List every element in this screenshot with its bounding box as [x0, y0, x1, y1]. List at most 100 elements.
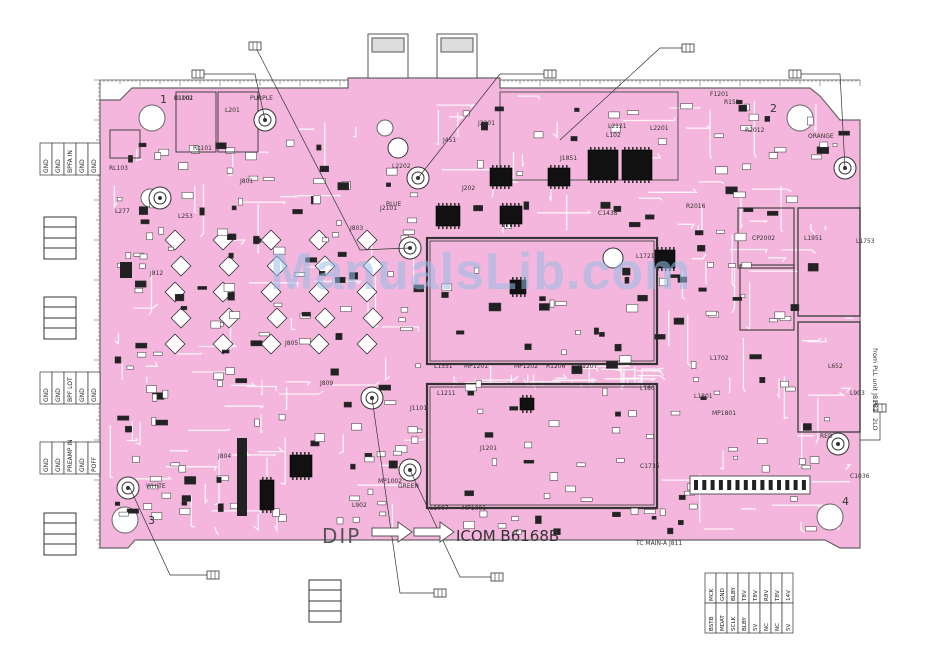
smd-part [615, 344, 621, 351]
smd-part [416, 364, 421, 368]
smd-part [227, 168, 233, 173]
smd-part [168, 247, 173, 250]
ic-pin [450, 226, 452, 229]
smd-part [336, 333, 342, 339]
ref-designator: J801 [239, 178, 253, 185]
ref-designator: R1207 [578, 363, 598, 370]
smd-part [313, 196, 320, 204]
smd-part [217, 381, 222, 387]
connector-table-bottom-right-label: R8V [764, 590, 770, 601]
smd-part [524, 202, 529, 210]
smd-part [765, 116, 770, 121]
smd-part [465, 491, 474, 496]
smd-part [393, 451, 401, 455]
ref-designator: MP1002 [378, 478, 402, 485]
ic-chip [500, 206, 522, 224]
connector-table-bottom-right-label: MDAT [720, 615, 726, 631]
ic-pin [296, 477, 298, 480]
ic-pin [508, 165, 510, 168]
ic-pin [644, 180, 646, 183]
ref-designator: MP1801 [712, 410, 736, 417]
trace [729, 378, 730, 394]
ref-designator: J803 [349, 225, 363, 232]
connector-symbol [491, 573, 503, 581]
smd-part [631, 508, 638, 514]
smd-part [128, 155, 132, 162]
smd-part [714, 134, 723, 138]
smd-part [566, 486, 576, 492]
smd-part [147, 386, 157, 393]
smd-part [217, 229, 227, 235]
smd-part [143, 504, 151, 510]
smd-part [524, 442, 531, 448]
smd-part [791, 304, 799, 310]
corner-label-4: 4 [842, 495, 849, 508]
smd-part [603, 388, 607, 396]
ref-designator: R2012 [745, 127, 765, 134]
smd-part [716, 167, 728, 174]
connector-table-top-left-label: GND [43, 159, 50, 173]
smd-part [535, 516, 541, 524]
ic-pin [554, 165, 556, 168]
smd-part [539, 304, 549, 311]
ic-pin [566, 165, 568, 168]
ic-pin [292, 452, 294, 455]
ref-designator: J1101 [409, 405, 427, 412]
smd-part [181, 306, 187, 310]
mounting-hole [139, 105, 165, 131]
ref-designator: L1753 [856, 238, 875, 245]
smd-part [805, 527, 816, 531]
smd-part [629, 411, 637, 417]
ref-designator: J812 [149, 270, 163, 277]
ic-pin [636, 180, 638, 183]
smd-part [601, 202, 611, 208]
smd-part [474, 205, 483, 211]
ic-chip [520, 398, 534, 410]
smd-part [179, 163, 188, 170]
smd-part [810, 457, 819, 464]
smd-part [236, 379, 247, 383]
ic-pin [628, 147, 630, 150]
ref-designator: F1201 [710, 91, 729, 98]
smd-part [620, 356, 631, 363]
ref-designator: C1001 [174, 95, 194, 102]
connector-symbol [434, 589, 446, 597]
smd-part [478, 409, 483, 413]
smd-part [549, 420, 559, 426]
ic-pin [270, 510, 272, 513]
ref-designator: L1702 [710, 355, 729, 362]
ic-pin [632, 147, 634, 150]
ic-pin [454, 203, 456, 206]
connector-pin [777, 480, 781, 490]
ref-designator: L902 [352, 502, 367, 509]
connector-table-bottom-right-label: NC [775, 623, 781, 631]
connector-pin [719, 480, 723, 490]
connector-table-mid-left-1-label: GND [55, 388, 62, 402]
ic-pin [562, 186, 564, 189]
smd-part [769, 319, 777, 322]
dip-strip [237, 438, 247, 516]
pin-label-2lo: 2LO [871, 418, 879, 431]
ic-pin [508, 186, 510, 189]
ic-pin [522, 395, 524, 398]
smd-part [163, 390, 168, 398]
ref-designator: RL101 [193, 145, 212, 152]
connector-table-top-left-label: GND [91, 159, 98, 173]
smd-part [627, 304, 638, 312]
connector-table-mid-left-2-label: GND [79, 458, 86, 472]
smd-part [575, 108, 580, 112]
ref-designator: L1551 [434, 363, 453, 370]
connector-pin [711, 480, 715, 490]
smd-part [708, 263, 714, 268]
ic-pin [518, 203, 520, 206]
smd-part [571, 136, 577, 141]
ic-pin [506, 203, 508, 206]
coax-pin [836, 442, 840, 446]
ref-designator: J804 [217, 453, 231, 460]
smd-part [612, 428, 620, 433]
smd-part [612, 512, 620, 517]
smd-part [833, 143, 837, 146]
ref-designator: R1206 [546, 363, 566, 370]
connector-table-bottom-right-label: MCK [709, 588, 715, 601]
ref-designator: J451 [442, 137, 456, 144]
